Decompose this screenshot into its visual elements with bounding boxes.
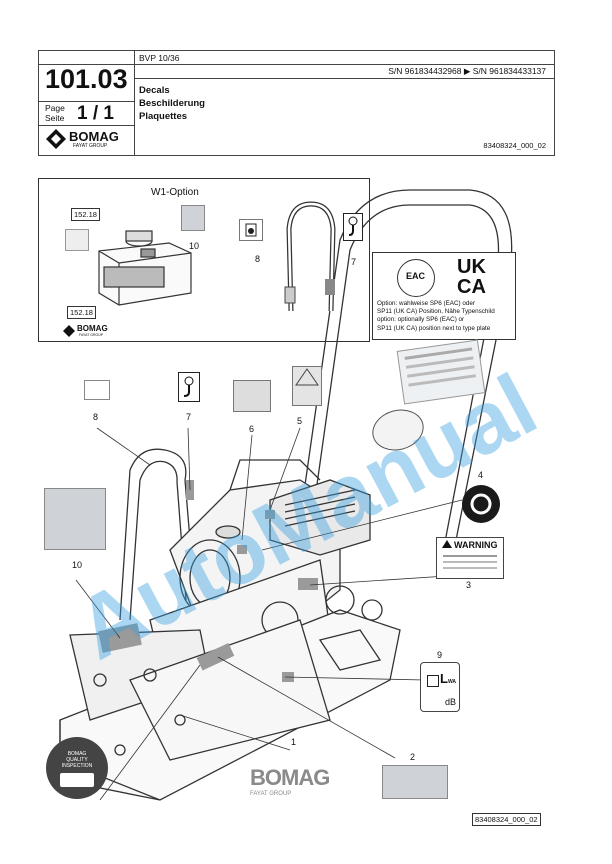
page-label-en: Page (45, 103, 65, 113)
callout-8: 8 (93, 412, 99, 422)
stamp-line: BOMAG (67, 751, 87, 757)
decal-10-grid (44, 488, 106, 550)
callout-7: 7 (186, 412, 192, 422)
quality-inspection-stamp: BOMAG QUALITY INSPECTION (46, 737, 108, 799)
noise-unit: dB (445, 697, 457, 707)
bottom-brand-sub: FAYAT GROUP (250, 791, 292, 797)
decal-7-hook-icon (178, 372, 200, 402)
callout-6: 6 (249, 424, 255, 434)
bomag-logo: BOMAG FAYAT GROUP (45, 128, 131, 152)
w1-decal-10 (181, 205, 205, 231)
page-ref: 101.03 (45, 64, 128, 94)
doc-code: 83408324_000_02 (483, 141, 546, 150)
title-en: Decals (139, 85, 170, 96)
callout-1: 1 (291, 737, 297, 747)
water-tank-drawing (98, 230, 192, 306)
bomag-diamond-icon (63, 325, 75, 337)
ukca-option-box: EAC UK CA Option: wahlweise SP6 (EAC) od… (372, 252, 516, 340)
brand-sub: FAYAT GROUP (73, 143, 108, 149)
brand-name: BOMAG (69, 129, 119, 144)
w1-callout-7: 7 (351, 257, 357, 267)
w1-title: W1-Option (151, 187, 199, 198)
ukca-text-line: option: optionally SP6 (EAC) or (377, 316, 465, 324)
callout-2: 2 (410, 752, 416, 762)
tank-warning-icon (65, 229, 89, 251)
ukca-mark-bottom: CA (457, 276, 486, 298)
callout-10: 10 (72, 560, 83, 570)
decal-3-warning: WARNING (436, 537, 504, 579)
w1-brand-name: BOMAG (77, 324, 108, 333)
eac-seal-icon: EAC (397, 259, 435, 297)
footer-code: 83408324_000_02 (472, 813, 541, 826)
hook-decal-small (343, 213, 363, 241)
machine-drawing (59, 189, 513, 801)
decal-9-noise-level: LWA dB (420, 662, 460, 712)
speaker-icon (427, 675, 439, 687)
decal-4-ear-protection-icon (462, 485, 500, 523)
page-label-de: Seite (45, 113, 65, 123)
decal-6-manual-icon (233, 380, 271, 412)
decal-8-lifting-icon (84, 380, 110, 400)
w1-callout-8: 8 (255, 254, 261, 264)
w1-handle-drawing (284, 201, 336, 312)
decal-5-warning-icon (292, 366, 322, 406)
callout-3: 3 (466, 580, 472, 590)
bottom-bomag-logo: BOMAG FAYAT GROUP (250, 765, 340, 809)
ukca-mark-top: UK (457, 256, 486, 278)
stamp-line: INSPECTION (61, 763, 93, 769)
ukca-text-line: SP11 (UK CA) position next to type plate (377, 324, 491, 332)
w1-brand-sub: FAYAT GROUP (79, 333, 104, 337)
warning-title: WARNING (442, 540, 498, 550)
callout-5: 5 (297, 416, 303, 426)
warning-triangle-icon (442, 540, 452, 548)
stamp-line: QUALITY (66, 757, 88, 763)
bomag-diamond-icon (46, 129, 66, 149)
decal-2-grid (382, 765, 448, 799)
title-de: Beschilderung (139, 98, 205, 109)
w1-label-top: 152.18 (71, 208, 100, 221)
page-number: 1 / 1 (77, 103, 114, 124)
lifting-point-decal (239, 219, 263, 241)
w1-callout-10: 10 (189, 241, 200, 251)
w1-label-bottom: 152.18 (67, 306, 96, 319)
w1-option-box: W1-Option 152.18 152.18 10 8 7 BOMAG FAY… (38, 178, 370, 342)
ukca-text-line: SP11 (UK CA) Position, Nähe Typenschild (377, 308, 495, 316)
model-name: BVP 10/36 (139, 53, 180, 63)
callout-9: 9 (437, 650, 443, 660)
title-fr: Plaquettes (139, 111, 188, 122)
header-table: 101.03 Page Seite 1 / 1 BOMAG FAYAT GROU… (38, 50, 555, 156)
w1-bomag-logo: BOMAG FAYAT GROUP (63, 324, 133, 339)
bottom-brand-name: BOMAG (250, 765, 330, 790)
callout-4: 4 (478, 470, 484, 480)
ukca-text-line: Option: wahlweise SP6 (EAC) oder (377, 300, 475, 307)
serial-range: S/N 961834432968 ▶ S/N 961834433137 (388, 66, 546, 76)
